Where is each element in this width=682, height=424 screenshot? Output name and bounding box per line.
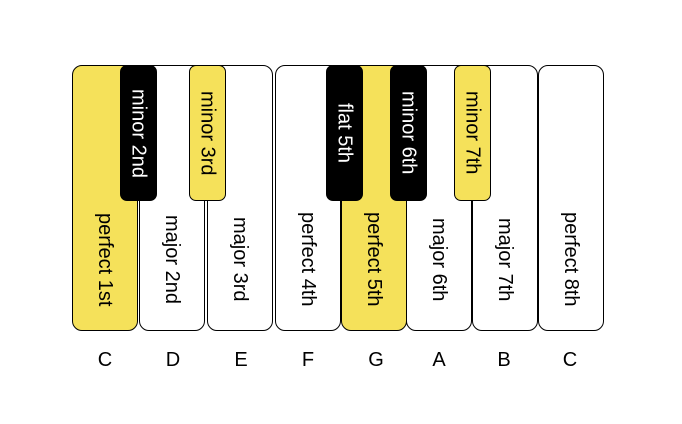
interval-label: major 2nd [161, 215, 183, 304]
interval-label: perfect 4th [297, 212, 319, 307]
note-label: C [562, 349, 578, 371]
note-label: D [165, 349, 181, 371]
interval-label: minor 2nd [127, 88, 150, 178]
interval-label: minor 7th [461, 91, 484, 175]
interval-label: major 7th [494, 217, 516, 302]
interval-label: perfect 1st [94, 212, 116, 307]
interval-label: minor 6th [397, 91, 420, 175]
interval-label: major 6th [428, 217, 450, 302]
interval-label: minor 3rd [196, 90, 219, 176]
note-label: A [432, 349, 446, 371]
interval-label: perfect 8th [560, 212, 582, 307]
white-key-c-octave: perfect 8th [538, 65, 604, 331]
note-label: E [234, 349, 248, 371]
interval-label: perfect 5th [363, 212, 385, 307]
note-label: G [368, 349, 384, 371]
black-key-a-sharp: minor 7th [454, 65, 491, 201]
black-key-g-sharp: minor 6th [390, 65, 427, 201]
interval-label: major 3rd [229, 217, 251, 302]
black-key-f-sharp: flat 5th [326, 65, 363, 201]
note-label: C [97, 349, 113, 371]
interval-label: flat 5th [333, 102, 356, 164]
note-label: F [301, 349, 315, 371]
black-key-c-sharp: minor 2nd [120, 65, 157, 201]
black-key-d-sharp: minor 3rd [189, 65, 226, 201]
note-label: B [497, 349, 511, 371]
